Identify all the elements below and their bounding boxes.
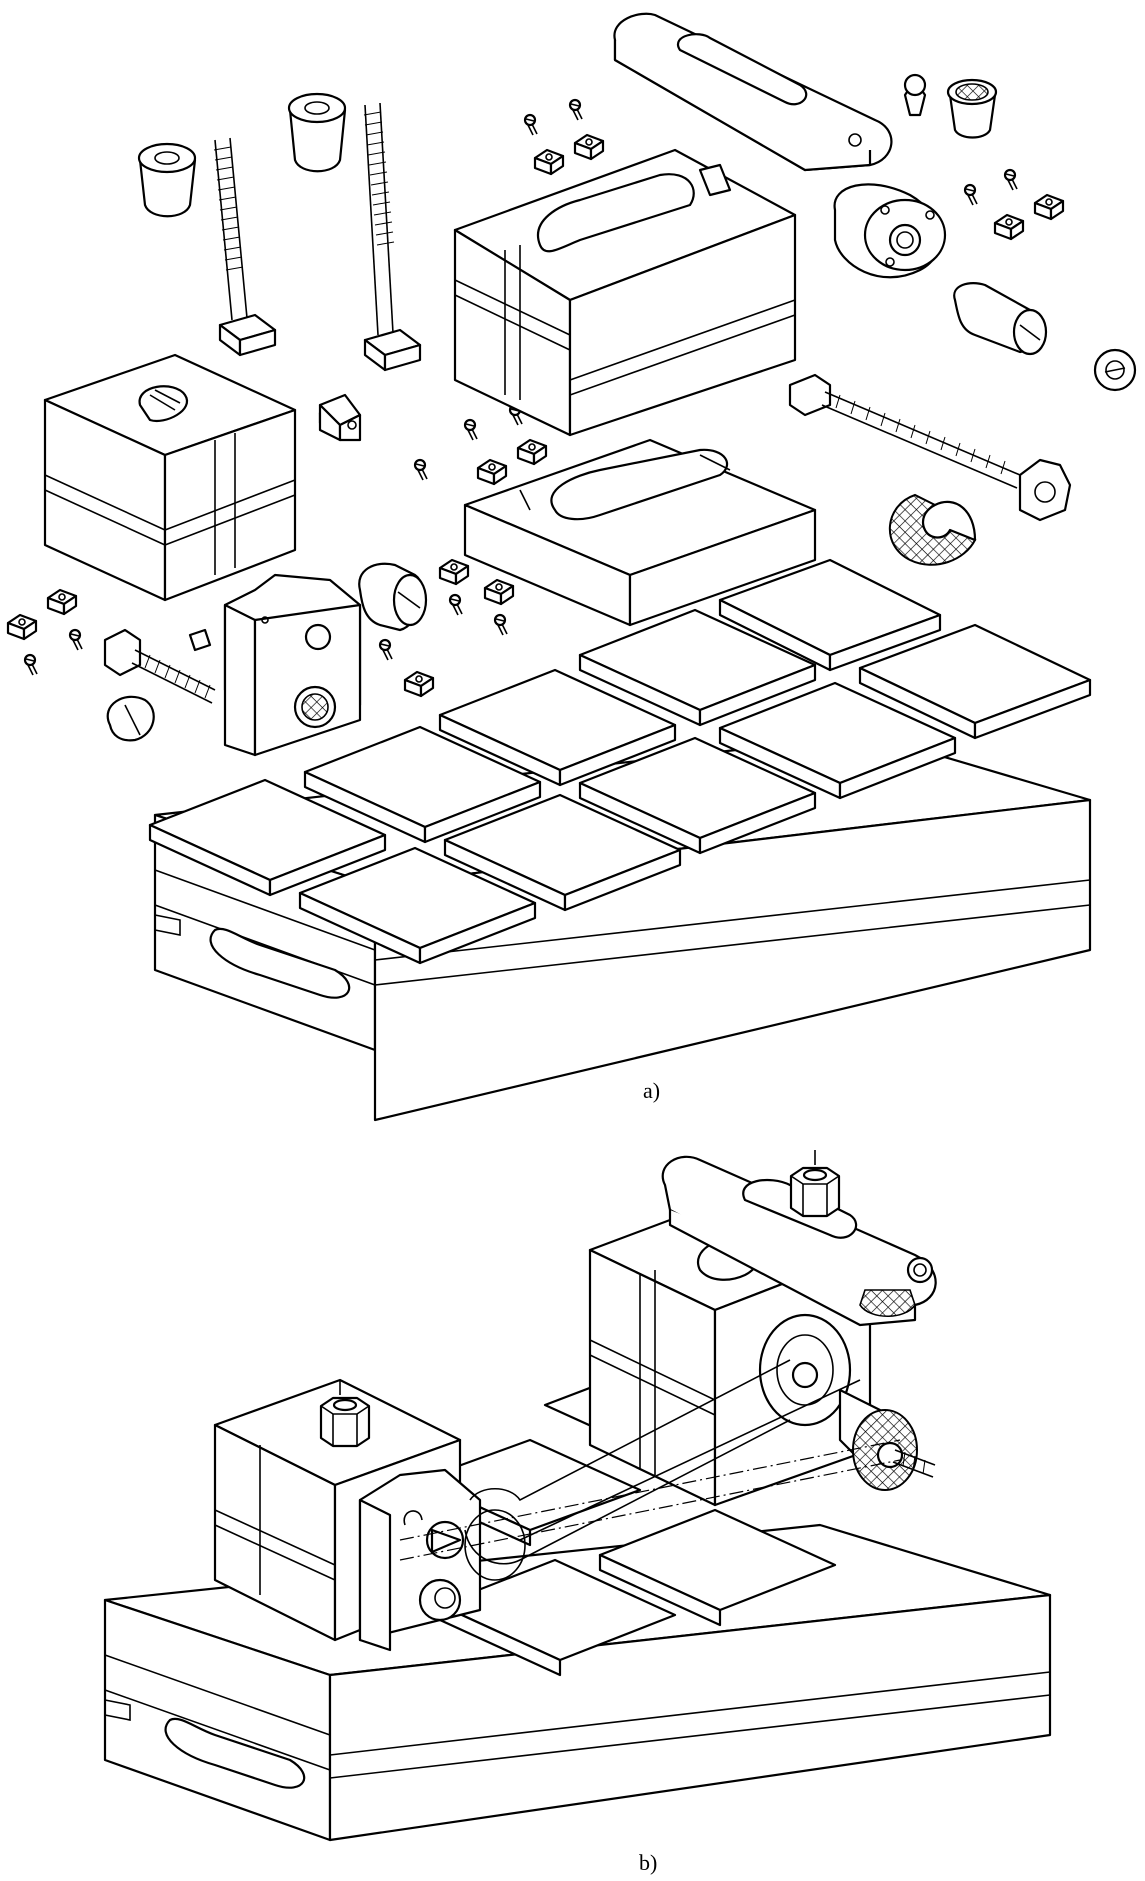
- assembled-angle-plate: [358, 1468, 482, 1652]
- t-bolt: [103, 628, 216, 742]
- threaded-rod: [788, 373, 1072, 522]
- round-flange: [833, 183, 947, 279]
- round-washer: [1093, 348, 1137, 392]
- lower-support-block: [463, 438, 817, 627]
- c-washer: [888, 493, 977, 566]
- small-v-block: [318, 393, 362, 442]
- studs: [213, 102, 422, 372]
- angle-plate: [223, 573, 362, 757]
- round-nuts: [137, 92, 347, 218]
- assembled-view: [103, 1150, 1052, 1842]
- caption-a: a): [643, 1078, 661, 1103]
- angle-support-block: [453, 148, 797, 437]
- exploded-view: [6, 12, 1137, 1122]
- assembled-clamp-strap: [661, 1150, 937, 1327]
- cylinder-locator: [358, 562, 428, 632]
- caption-b: b): [639, 1850, 658, 1875]
- support-pads: [148, 558, 1092, 965]
- square-block: [43, 353, 297, 602]
- workpiece-outline: [399, 1359, 901, 1581]
- clamp-strap: [613, 12, 998, 172]
- slotted-cylinder: [953, 282, 1048, 356]
